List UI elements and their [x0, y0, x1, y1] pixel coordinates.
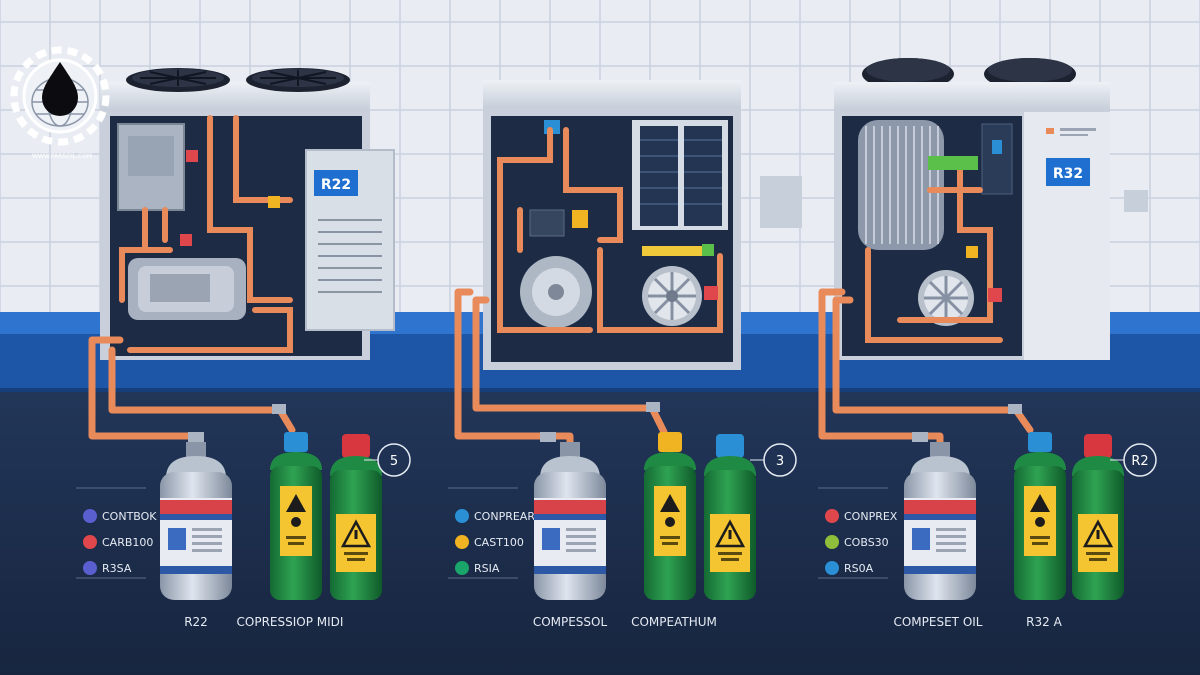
wall-plate [760, 176, 802, 228]
legend-label: CONTBOK [102, 510, 157, 523]
oil-bottle [270, 432, 322, 600]
fan-wheel-icon [642, 266, 702, 326]
unit-label: R22 [321, 177, 351, 193]
legend-label: RS0A [844, 562, 874, 575]
ac-unit-r22: R22 [100, 68, 395, 360]
legend-label: CARB100 [102, 536, 153, 549]
oil-bottle [1014, 432, 1066, 600]
legend-dot [825, 509, 839, 523]
counter-shadow [0, 388, 1200, 394]
fan-wheel-icon [918, 270, 974, 326]
oil-drop-gear-icon [10, 46, 110, 146]
legend-label: CONPREAR [474, 510, 535, 523]
ac-unit-r32: R32 [834, 58, 1110, 360]
logo-url: WWW.PARSOIL.COM [32, 153, 92, 160]
number-badge: 5 [364, 443, 411, 477]
refrigerant-can [534, 442, 606, 600]
legend-dot [455, 535, 469, 549]
legend-label: CAST100 [474, 536, 524, 549]
badge-number: R2 [1131, 454, 1148, 469]
can-label: COMPESET OIL [893, 615, 982, 629]
ac-unit-middle [483, 80, 741, 370]
legend-label: COBS30 [844, 536, 889, 549]
logo: WWW.PARSOIL.COM [10, 46, 110, 160]
legend-dot [83, 509, 97, 523]
fan-icon [246, 68, 350, 92]
legend-label: R3SA [102, 562, 132, 575]
number-badge: R2 [1110, 443, 1157, 477]
can-label: R22 [184, 615, 208, 629]
can-label: COMPESSOL [533, 615, 608, 629]
bottle-label: COPRESSIOP MIDI [237, 615, 344, 629]
legend-dot [83, 561, 97, 575]
unit-label: R32 [1053, 166, 1083, 182]
legend-label: CONPREX [844, 510, 898, 523]
number-badge: 3 [750, 443, 797, 477]
legend-dot [455, 509, 469, 523]
legend-dot [825, 535, 839, 549]
legend-dot [825, 561, 839, 575]
oil-bottle [330, 434, 382, 600]
refrigerant-can [904, 442, 976, 600]
oil-bottle [644, 432, 696, 600]
unit-label-plate [1046, 158, 1090, 186]
legend-dot [455, 561, 469, 575]
bottle-label: COMPEATHUM [631, 615, 717, 629]
wall-plate [1124, 190, 1148, 212]
unit-label-plate [314, 170, 358, 196]
bottle-label: R32 A [1026, 615, 1062, 629]
oil-bottle [704, 434, 756, 600]
oil-bottle [1072, 434, 1124, 600]
fan-icon [126, 68, 230, 92]
badge-number: 3 [776, 454, 784, 469]
badge-number: 5 [390, 454, 398, 469]
legend-label: RSIA [474, 562, 500, 575]
legend-dot [83, 535, 97, 549]
refrigerant-can [160, 442, 232, 600]
